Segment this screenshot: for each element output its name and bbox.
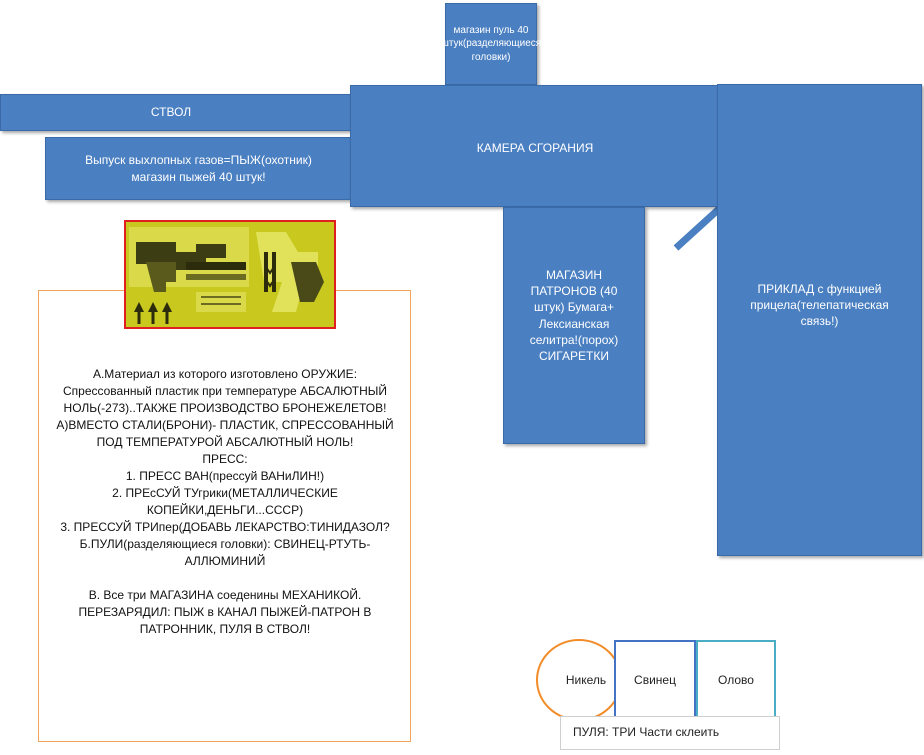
- notes-text: А.Материал из которого изготовлено ОРУЖИ…: [56, 367, 394, 636]
- exhaust-box: Выпуск выхлопных газов=ПЫЖ(охотник) мага…: [45, 137, 352, 200]
- weapon-schematic-icon: [126, 222, 334, 327]
- tin-box: Олово: [696, 640, 776, 719]
- cartridge-magazine-box: МАГАЗИН ПАТРОНОВ (40 штук) Бумага+ Лекси…: [503, 207, 645, 444]
- notes-frame: [38, 290, 411, 742]
- exhaust-label: Выпуск выхлопных газов=ПЫЖ(охотник) мага…: [85, 153, 312, 184]
- barrel-label: СТВОЛ: [150, 105, 192, 120]
- stock-box: ПРИКЛАД с функцией прицела(телепатическа…: [717, 84, 922, 556]
- barrel-box: СТВОЛ: [0, 94, 352, 131]
- cartridge-magazine-label: МАГАЗИН ПАТРОНОВ (40 штук) Бумага+ Лекси…: [529, 267, 619, 363]
- combustion-chamber-box: КАМЕРА СГОРАНИЯ: [350, 85, 720, 207]
- combustion-chamber-label: КАМЕРА СГОРАНИЯ: [476, 141, 594, 155]
- bullet-caption: ПУЛЯ: ТРИ Части склеить: [560, 716, 780, 750]
- bullet-magazine-box: магазин пуль 40 штук(разделяющиеся голов…: [441, 3, 541, 85]
- nickel-label: Никель: [565, 673, 607, 687]
- lead-box: Свинец: [614, 640, 696, 719]
- tin-label: Олово: [718, 672, 754, 687]
- bullet-magazine-label: магазин пуль 40 штук(разделяющиеся голов…: [440, 24, 542, 63]
- weapon-image: [124, 220, 336, 329]
- stock-label: ПРИКЛАД с функцией прицела(телепатическа…: [750, 281, 889, 329]
- lead-label: Свинец: [634, 672, 676, 687]
